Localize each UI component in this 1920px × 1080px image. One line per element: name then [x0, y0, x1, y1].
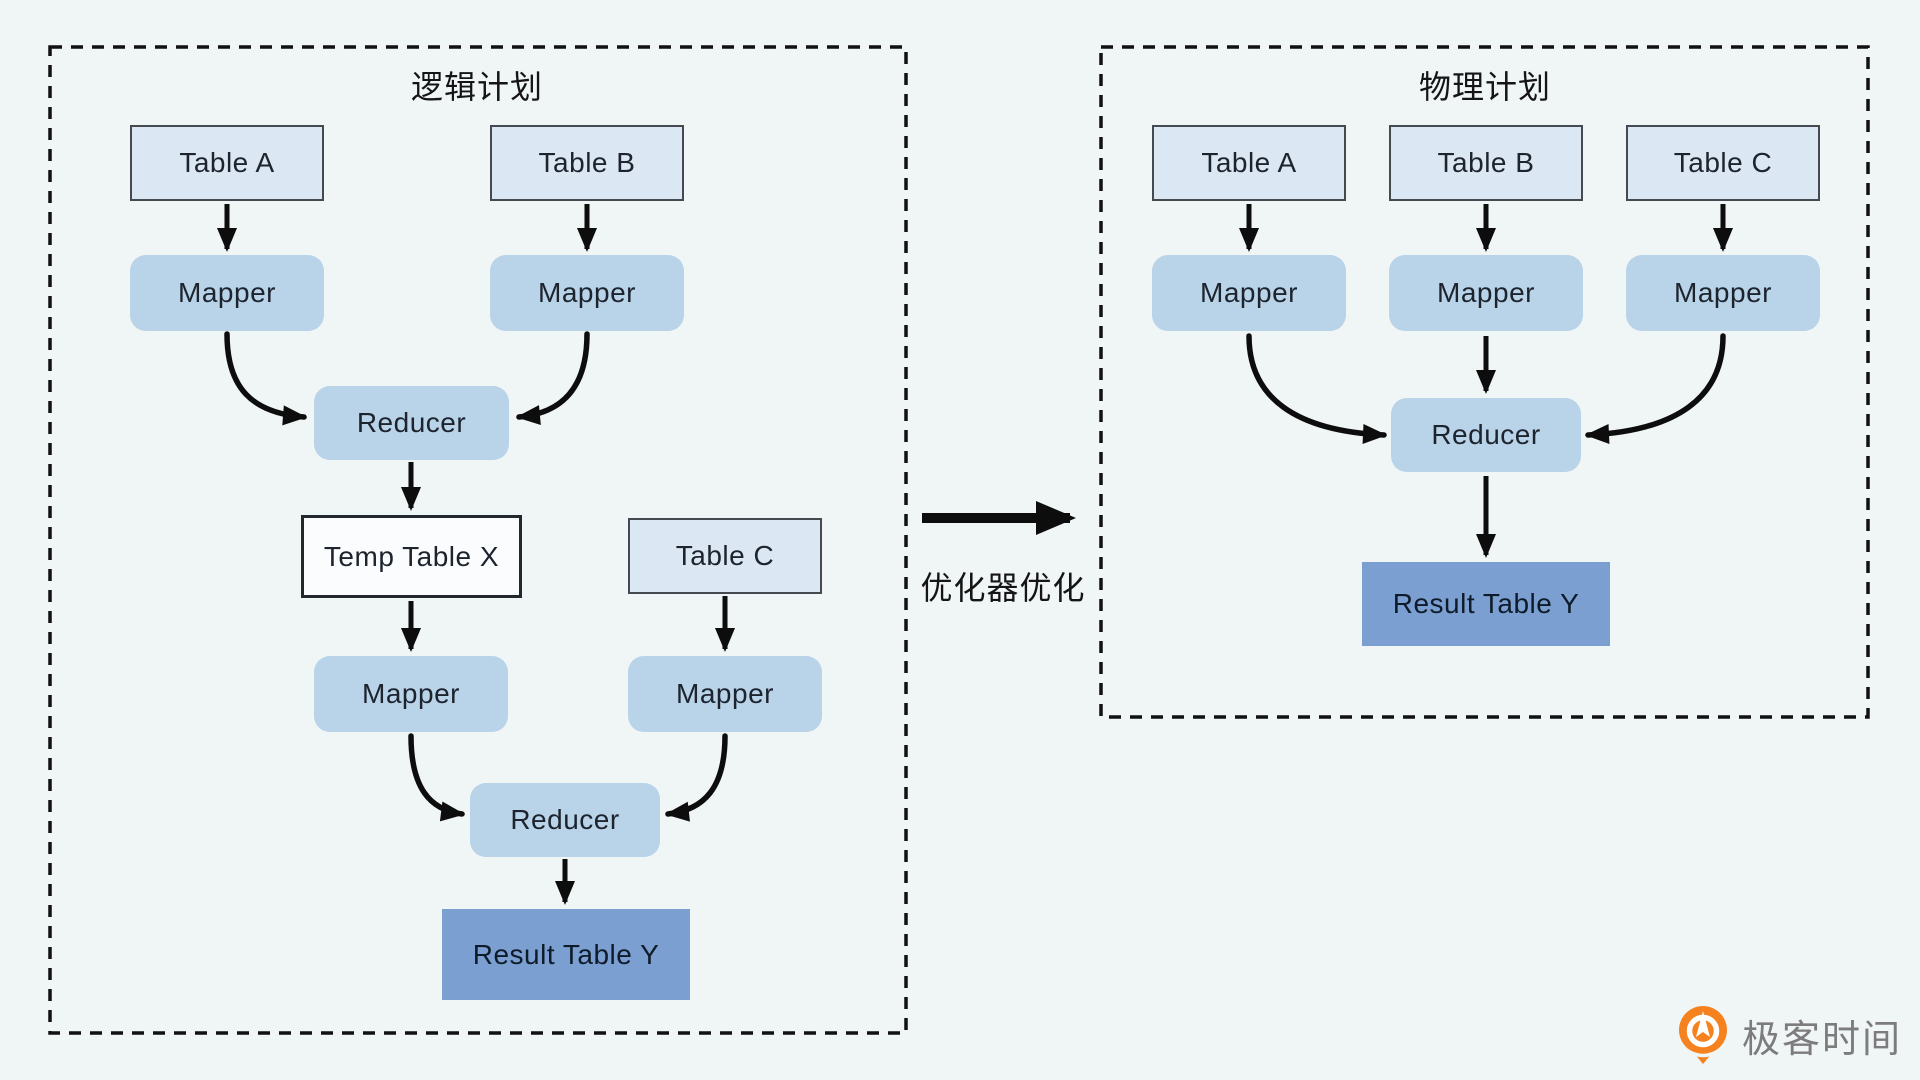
arrow-l-mapper1-reducer1 [224, 331, 307, 426]
arrow-r-mapperc-reducer [1585, 333, 1726, 445]
logical-temp-table-x: Temp Table X [301, 515, 522, 598]
physical-plan-panel-border [1099, 45, 1870, 719]
arrow-r-mappera-reducer [1246, 333, 1387, 445]
geektime-logo-icon [1679, 1006, 1727, 1064]
arrow-l-mapper4-reducer2 [665, 733, 728, 822]
physical-plan-title: 物理计划 [1418, 69, 1551, 105]
logical-mapper-b: Mapper [490, 255, 684, 331]
logical-mapper-c: Mapper [628, 656, 822, 732]
geektime-logo-text: 极客时间 [1742, 1018, 1903, 1061]
physical-table-b: Table B [1389, 125, 1583, 201]
logical-mapper-a: Mapper [130, 255, 324, 331]
logical-result-table-y: Result Table Y [442, 909, 690, 1000]
logical-reducer-2: Reducer [470, 783, 660, 857]
logical-mapper-x: Mapper [314, 656, 508, 732]
logical-table-a: Table A [130, 125, 324, 201]
physical-mapper-a: Mapper [1152, 255, 1346, 331]
physical-mapper-c: Mapper [1626, 255, 1820, 331]
logical-plan-title: 逻辑计划 [410, 69, 543, 105]
logical-table-b: Table B [490, 125, 684, 201]
physical-reducer: Reducer [1391, 398, 1581, 472]
physical-mapper-b: Mapper [1389, 255, 1583, 331]
arrow-l-mapper2-reducer1 [516, 331, 590, 426]
logical-reducer-1: Reducer [314, 386, 509, 460]
optimizer-transition-label: 优化器优化 [920, 570, 1086, 606]
logical-table-c: Table C [628, 518, 822, 594]
physical-table-a: Table A [1152, 125, 1346, 201]
arrow-l-mapper3-reducer2 [408, 733, 465, 822]
geektime-logo: 极客时间 [1676, 1004, 1902, 1066]
logical-plan-panel-border [48, 45, 908, 1035]
physical-table-c: Table C [1626, 125, 1820, 201]
physical-result-table-y: Result Table Y [1362, 562, 1610, 646]
